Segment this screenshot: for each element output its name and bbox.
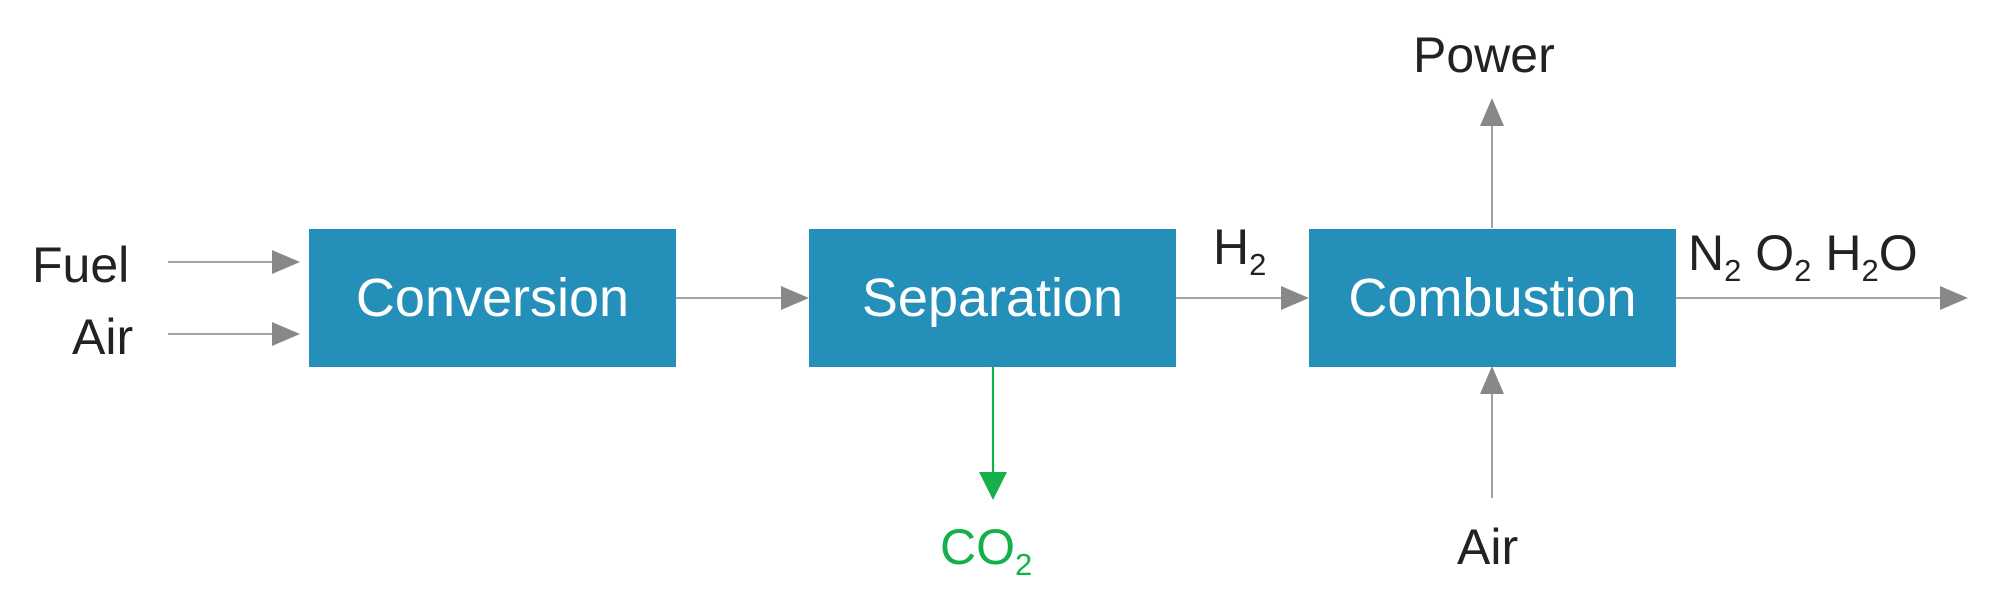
h2-base: H — [1213, 219, 1250, 275]
h2-label: H2 — [1213, 219, 1266, 280]
air-bottom-label: Air — [1457, 519, 1519, 575]
air-in-arrow — [168, 322, 300, 346]
conversion-box: Conversion — [309, 229, 676, 367]
n2-base: N — [1688, 225, 1725, 281]
o2-base: O — [1755, 225, 1795, 281]
conversion-to-separation-arrow — [676, 286, 809, 310]
h2-subscript: 2 — [1249, 246, 1267, 282]
h2o-base: H — [1825, 225, 1862, 281]
h2o-subscript: 2 — [1861, 252, 1879, 288]
exhaust-arrow — [1676, 286, 1968, 310]
air-in-label: Air — [72, 309, 134, 365]
fuel-label: Fuel — [32, 237, 130, 293]
separation-box: Separation — [809, 229, 1176, 367]
o2-label: O2 — [1755, 225, 1811, 286]
h2o-tail: O — [1878, 225, 1918, 281]
separation-to-combustion-arrow — [1176, 286, 1309, 310]
air-bottom-arrow — [1480, 366, 1504, 498]
n2-label: N2 — [1688, 225, 1741, 286]
n2-subscript: 2 — [1724, 252, 1742, 288]
combustion-label: Combustion — [1348, 268, 1637, 328]
co2-arrow — [979, 367, 1007, 500]
power-arrow — [1480, 98, 1504, 228]
separation-label: Separation — [861, 268, 1124, 328]
power-label: Power — [1413, 27, 1555, 83]
conversion-label: Conversion — [355, 268, 630, 328]
combustion-box: Combustion — [1309, 229, 1676, 367]
exhaust-label: N2 O2 H2O — [1688, 225, 1918, 286]
h2o-label: H2O — [1825, 225, 1918, 286]
co2-label: CO2 — [940, 519, 1032, 580]
co2-subscript: 2 — [1015, 546, 1033, 582]
co2-base: CO — [940, 519, 1015, 575]
fuel-arrow — [168, 250, 300, 274]
o2-subscript: 2 — [1794, 252, 1812, 288]
